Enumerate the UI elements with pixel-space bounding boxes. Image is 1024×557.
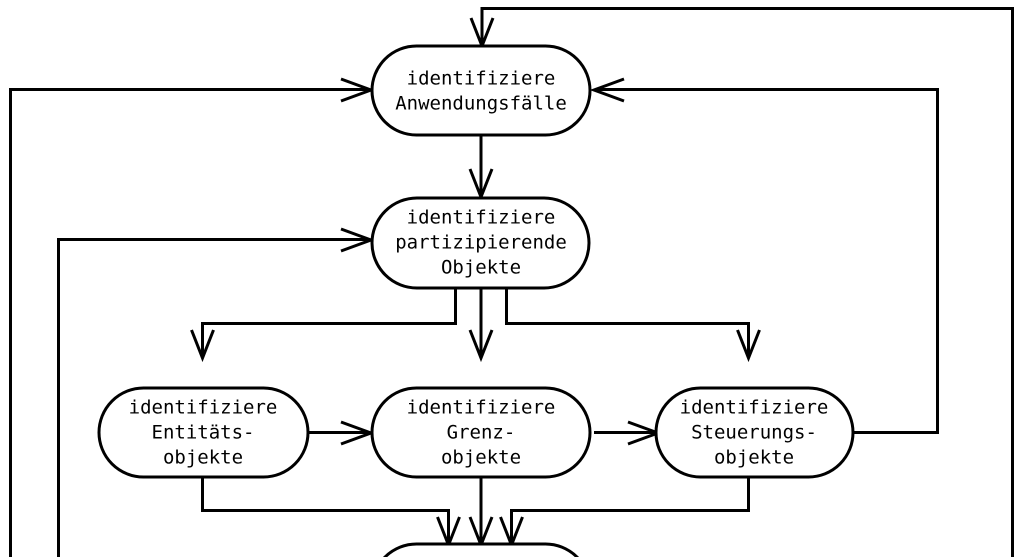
edge-steuerungs-bottom-path — [510, 476, 750, 543]
edge-n2-steuerungs-arrowhead — [736, 329, 761, 363]
edge-feedback-right-path — [597, 88, 939, 434]
node-anwendungsfaelle-shape — [370, 44, 592, 137]
node-partizipierende-objekte-line1: identifiziere — [407, 207, 556, 229]
node-entitaetsobjekte-shape — [97, 386, 310, 479]
node-entitaetsobjekte-line1: identifiziere — [129, 397, 278, 419]
edge-n2-entitaets-arrowhead — [190, 329, 215, 363]
node-partizipierende-objekte-line2: partizipierende — [395, 232, 567, 254]
node-grenzobjekte-line1: identifiziere — [407, 397, 556, 419]
node-steuerungsobjekte-line3: objekte — [714, 447, 794, 469]
node-grenzobjekte[interactable]: identifiziere Grenz- objekte — [370, 386, 592, 479]
edge-n2-grenz-arrowhead — [468, 329, 494, 363]
node-steuerungsobjekte[interactable]: identifiziere Steuerungs- objekte — [654, 386, 855, 479]
node-partizipierende-objekte-line3: Objekte — [441, 257, 521, 279]
node-grenzobjekte-line2: Grenz- — [447, 422, 516, 444]
edge-n2-entitaets-path — [201, 288, 457, 356]
edge-layer — [9, 7, 1014, 557]
node-anwendungsfaelle-line2: Anwendungsfälle — [395, 93, 567, 115]
edge-n2-steuerungs-path — [505, 288, 750, 356]
node-grenzobjekte-line3: objekte — [441, 447, 521, 469]
node-steuerungsobjekte-line2: Steuerungs- — [691, 422, 817, 444]
node-grenzobjekte-shape — [370, 386, 592, 479]
node-layer: identifiziere Anwendungsfälle identifizi… — [97, 44, 855, 557]
edge-feedback-top-path — [480, 7, 1014, 557]
node-partizipierende-objekte-shape — [370, 196, 591, 290]
node-bottom-cropped[interactable] — [372, 542, 590, 557]
edge-feedback-left-outer-path — [9, 88, 368, 557]
node-bottom-cropped-shape — [382, 542, 580, 557]
node-partizipierende-objekte[interactable]: identifiziere partizipierende Objekte — [370, 196, 591, 290]
node-entitaetsobjekte-line2: Entitäts- — [152, 422, 255, 444]
edge-feedback-left-inner-path — [57, 238, 368, 557]
edge-feedback-right-arrowhead — [589, 77, 625, 103]
node-entitaetsobjekte-line3: objekte — [163, 447, 243, 469]
edge-entitaets-bottom-path — [201, 476, 450, 543]
node-anwendungsfaelle[interactable]: identifiziere Anwendungsfälle — [370, 44, 592, 137]
node-steuerungsobjekte-line1: identifiziere — [680, 397, 829, 419]
node-steuerungsobjekte-shape — [654, 386, 855, 479]
node-entitaetsobjekte[interactable]: identifiziere Entitäts- objekte — [97, 386, 310, 479]
node-anwendungsfaelle-line1: identifiziere — [407, 68, 556, 90]
